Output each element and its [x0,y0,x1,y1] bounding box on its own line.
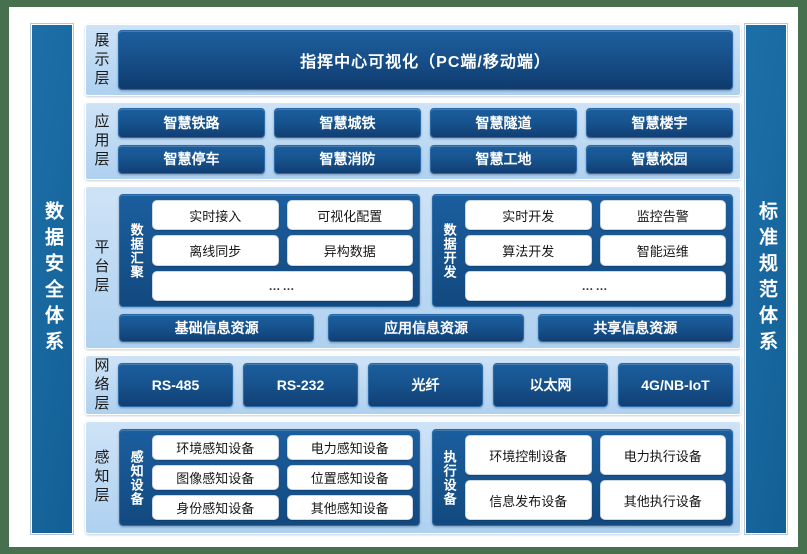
platform-development-grid: 实时开发 监控告警 算法开发 智能运维 …… [459,200,726,301]
layer-network-body: RS-485 RS-232 光纤 以太网 4G/NB-IoT [116,356,740,414]
layer-platform-label: 平台层 [92,239,110,296]
resource-chip-basic[interactable]: 基础信息资源 [119,314,315,342]
perception-actuating-row-1: 环境控制设备 电力执行设备 [465,435,726,475]
display-banner-chip[interactable]: 指挥中心可视化（PC端/移动端） [118,30,733,90]
app-chip-smart-site[interactable]: 智慧工地 [430,144,577,174]
perception-group-actuating-label: 执行设备 [441,449,457,506]
plat-chip-realtime-ingest[interactable]: 实时接入 [152,200,279,231]
app-chip-smart-campus[interactable]: 智慧校园 [586,144,733,174]
app-chip-smart-metro[interactable]: 智慧城铁 [274,108,421,138]
perception-group-sensing-label: 感知设备 [128,449,144,506]
platform-aggregation-grid: 实时接入 可视化配置 离线同步 异构数据 …… [146,200,413,301]
perception-group-sensing-devices: 感知设备 环境感知设备 电力感知设备 图像感知设备 位置感知设备 身份感知设备 [119,429,420,526]
layer-display-label-col: 展示层 [86,25,116,95]
net-chip-rs485[interactable]: RS-485 [118,363,233,407]
layer-display-label: 展示层 [92,31,110,89]
application-row-2: 智慧停车 智慧消防 智慧工地 智慧校园 [118,144,733,174]
plat-chip-development-more[interactable]: …… [465,270,726,301]
platform-development-row-2: 算法开发 智能运维 [465,235,726,266]
layer-application-label-col: 应用层 [86,103,116,179]
layer-network-label: 网络层 [92,356,110,414]
plat-chip-aggregation-more[interactable]: …… [152,270,413,301]
platform-group-aggregation-label: 数据汇聚 [128,222,144,279]
layer-display-body: 指挥中心可视化（PC端/移动端） [116,25,740,95]
app-chip-smart-railway[interactable]: 智慧铁路 [118,108,265,138]
perception-sensing-grid: 环境感知设备 电力感知设备 图像感知设备 位置感知设备 身份感知设备 其他感知设… [146,435,413,520]
platform-aggregation-row-2: 离线同步 异构数据 [152,235,413,266]
layer-platform: 平台层 数据汇聚 实时接入 可视化配置 离线同步 [85,186,741,349]
layer-perception-body: 感知设备 环境感知设备 电力感知设备 图像感知设备 位置感知设备 身份感知设备 [116,422,740,533]
layer-platform-label-col: 平台层 [86,187,116,348]
resource-chip-app[interactable]: 应用信息资源 [328,314,524,342]
layer-platform-body: 数据汇聚 实时接入 可视化配置 离线同步 异构数据 …… [116,187,740,348]
perception-sensing-row-3: 身份感知设备 其他感知设备 [152,495,413,520]
resource-chip-shared[interactable]: 共享信息资源 [537,314,733,342]
sense-chip-other[interactable]: 其他感知设备 [286,495,413,520]
layer-perception-label: 感知层 [92,449,110,506]
plat-chip-visual-config[interactable]: 可视化配置 [286,200,413,231]
plat-chip-monitor-alarm[interactable]: 监控告警 [599,200,726,231]
sense-chip-environment[interactable]: 环境感知设备 [152,435,279,460]
act-chip-power-actuator[interactable]: 电力执行设备 [599,435,726,475]
layer-perception: 感知层 感知设备 环境感知设备 电力感知设备 图像感知设备 [85,421,741,534]
perception-group-actuating-label-col: 执行设备 [439,435,459,520]
platform-group-development-label-col: 数据开发 [439,200,459,301]
pillar-data-security-label: 数据安全体系 [41,201,63,357]
application-row-1: 智慧铁路 智慧城铁 智慧隧道 智慧楼宇 [118,108,733,138]
platform-aggregation-row-1: 实时接入 可视化配置 [152,200,413,231]
layer-application-body: 智慧铁路 智慧城铁 智慧隧道 智慧楼宇 智慧停车 智慧消防 智慧工地 智慧校园 [116,103,740,179]
perception-group-sensing-label-col: 感知设备 [126,435,146,520]
perception-groups: 感知设备 环境感知设备 电力感知设备 图像感知设备 位置感知设备 身份感知设备 [119,429,733,526]
net-chip-4g-nbiot[interactable]: 4G/NB-IoT [618,363,733,407]
app-chip-smart-parking[interactable]: 智慧停车 [118,144,265,174]
plat-chip-heterogeneous[interactable]: 异构数据 [286,235,413,266]
platform-group-aggregation-label-col: 数据汇聚 [126,200,146,301]
sense-chip-image[interactable]: 图像感知设备 [152,465,279,490]
layer-network-label-col: 网络层 [86,356,116,414]
perception-sensing-row-1: 环境感知设备 电力感知设备 [152,435,413,460]
sense-chip-power[interactable]: 电力感知设备 [286,435,413,460]
sense-chip-identity[interactable]: 身份感知设备 [152,495,279,520]
pillar-standards: 标准规范体系 [745,24,787,534]
pillar-data-security: 数据安全体系 [31,24,73,534]
platform-development-row-1: 实时开发 监控告警 [465,200,726,231]
app-chip-smart-fire[interactable]: 智慧消防 [274,144,421,174]
plat-chip-realtime-dev[interactable]: 实时开发 [465,200,592,231]
layer-perception-label-col: 感知层 [86,422,116,533]
plat-chip-algorithm-dev[interactable]: 算法开发 [465,235,592,266]
perception-actuating-grid: 环境控制设备 电力执行设备 信息发布设备 其他执行设备 [459,435,726,520]
layer-network: 网络层 RS-485 RS-232 光纤 以太网 4G/NB-IoT [85,355,741,415]
act-chip-environment-control[interactable]: 环境控制设备 [465,435,592,475]
diagram-canvas: 数据安全体系 标准规范体系 展示层 指挥中心可视化（PC端/移动端） 应用层 智… [9,7,798,547]
platform-groups: 数据汇聚 实时接入 可视化配置 离线同步 异构数据 …… [119,194,733,307]
app-chip-smart-tunnel[interactable]: 智慧隧道 [430,108,577,138]
perception-group-actuating-devices: 执行设备 环境控制设备 电力执行设备 信息发布设备 其他执行设备 [432,429,733,526]
platform-group-data-aggregation: 数据汇聚 实时接入 可视化配置 离线同步 异构数据 …… [119,194,420,307]
plat-chip-offline-sync[interactable]: 离线同步 [152,235,279,266]
platform-aggregation-row-3: …… [152,270,413,301]
act-chip-info-publish[interactable]: 信息发布设备 [465,480,592,520]
layer-application-label: 应用层 [92,112,110,170]
layer-application: 应用层 智慧铁路 智慧城铁 智慧隧道 智慧楼宇 智慧停车 智慧消防 智慧工地 智… [85,102,741,180]
net-chip-rs232[interactable]: RS-232 [243,363,358,407]
layer-display: 展示层 指挥中心可视化（PC端/移动端） [85,24,741,96]
pillar-standards-label: 标准规范体系 [755,201,777,357]
sense-chip-location[interactable]: 位置感知设备 [286,465,413,490]
platform-group-data-development: 数据开发 实时开发 监控告警 算法开发 智能运维 …… [432,194,733,307]
app-chip-smart-building[interactable]: 智慧楼宇 [586,108,733,138]
net-chip-fiber[interactable]: 光纤 [368,363,483,407]
platform-development-row-3: …… [465,270,726,301]
platform-group-development-label: 数据开发 [441,222,457,279]
act-chip-other[interactable]: 其他执行设备 [599,480,726,520]
net-chip-ethernet[interactable]: 以太网 [493,363,608,407]
network-items-row: RS-485 RS-232 光纤 以太网 4G/NB-IoT [118,363,733,407]
perception-sensing-row-2: 图像感知设备 位置感知设备 [152,465,413,490]
perception-actuating-row-2: 信息发布设备 其他执行设备 [465,480,726,520]
platform-resources-row: 基础信息资源 应用信息资源 共享信息资源 [119,314,733,342]
plat-chip-smart-ops[interactable]: 智能运维 [599,235,726,266]
